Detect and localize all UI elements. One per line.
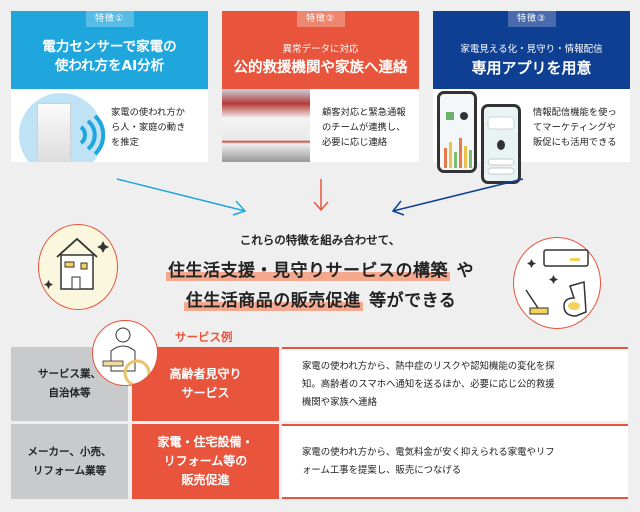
description-line: 顧客対応と緊急通報 (322, 107, 406, 118)
penguin-character-icon (487, 116, 515, 175)
summary-tail-2: 等ができる (369, 291, 457, 311)
description-line: ォーム工事を提案し、販売につなげる (302, 464, 462, 476)
summary-highlight-1: 住生活支援・見守りサービスの構築 (166, 261, 451, 281)
industry-cell: メーカー、小売、 リフォーム業等 (11, 424, 128, 499)
feature-description: 家電の使われ方か ら人・家庭の動き を推定 (111, 105, 205, 150)
smartphone-character-screen-icon (481, 104, 521, 184)
description-line: を推定 (111, 137, 139, 148)
wheelchair-person-icon (102, 327, 151, 385)
industry-line: 自治体等 (48, 387, 91, 399)
feature-subtitle: 家電見える化・見守り・情報配信 (460, 44, 603, 55)
service-description-cell: 家電の使われ方から、電気料金が安く抑えられる家電やリフ ォーム工事を提案し、販売… (282, 424, 628, 499)
arrow-red-icon (313, 179, 329, 212)
description-line: 必要に応じ連絡 (322, 137, 388, 148)
convergence-arrows (116, 178, 524, 216)
feature-header-2: 特徴② 異常データに対応 公的救援機関や家族へ連絡 (222, 11, 419, 89)
feature-title: 公的救援機関や家族へ連絡 (233, 60, 408, 76)
service-line: 家電・住宅設備・ (157, 435, 254, 449)
summary-tail-1: や (456, 261, 474, 281)
feature-header-3: 特徴③ 家電見える化・見守り・情報配信 専用アプリを用意 (433, 11, 630, 89)
description-line: てマーケティングや (533, 122, 616, 133)
feature-subtitle: 異常データに対応 (282, 44, 359, 55)
house-illustration (38, 224, 118, 310)
appliances-illustration (513, 237, 601, 329)
feature-title: 電力センサーで家電の 使われ方をAI分析 (11, 38, 208, 76)
ambulance-photo (222, 89, 310, 162)
service-line: 販売促進 (181, 473, 230, 487)
industry-cell: サービス業、 自治体等 (11, 347, 128, 421)
feature-panel-2: 特徴② 異常データに対応 公的救援機関や家族へ連絡 顧客対応と緊急通報 のチーム… (222, 11, 419, 162)
feature-tag: 特徴② (296, 11, 345, 27)
feature-tag: 特徴① (85, 11, 134, 27)
feature-description: 顧客対応と緊急通報 のチームが連携し、 必要に応じ連絡 (322, 105, 416, 150)
description-line: 家電の使われ方から、熱中症のリスクや認知機能の変化を探 (302, 361, 555, 372)
power-sensor-device-icon (37, 103, 71, 162)
industry-line: リフォーム業等 (32, 464, 107, 477)
elderly-wheelchair-illustration (92, 320, 158, 386)
service-line: リフォーム等の (163, 454, 248, 468)
description-line: 販促にも活用できる (533, 137, 617, 148)
service-description-cell: 家電の使われ方から、熱中症のリスクや認知機能の変化を探 知。高齢者のスマホへ通知… (282, 347, 628, 421)
appliances-icon (525, 249, 589, 317)
arrow-blue-icon (116, 178, 247, 216)
description-line: 機関や家族へ連絡 (302, 397, 378, 408)
service-line: サービス (181, 386, 230, 400)
feature-panel-3: 特徴③ 家電見える化・見守り・情報配信 専用アプリを用意 情報配信機能を使っ て… (433, 11, 630, 184)
summary-line-1: 住生活支援・見守りサービスの構築 や (0, 256, 640, 281)
summary-line-2: 住生活商品の販売促進 等ができる (0, 286, 640, 311)
description-line: ら人・家庭の動き (111, 122, 186, 133)
arrow-navy-icon (391, 178, 524, 216)
app-bar-chart-icon (444, 112, 472, 168)
description-line: のチームが連携し、 (322, 122, 406, 133)
industry-line: メーカー、小売、 (27, 445, 112, 458)
feature-description: 情報配信機能を使っ てマーケティングや 販促にも活用できる (533, 105, 627, 150)
service-line: 高齢者見守り (169, 367, 242, 381)
feature-tag: 特徴③ (507, 11, 556, 27)
feature-panel-1: 特徴① 電力センサーで家電の 使われ方をAI分析 家電の使われ方か ら人・家庭の… (11, 11, 208, 162)
description-line: 家電の使われ方から、電気料金が安く抑えられる家電やリフ (302, 446, 555, 458)
feature-title-line: 電力センサーで家電の (42, 39, 177, 55)
smartphone-app-screen-icon (437, 91, 477, 173)
description-line: 情報配信機能を使っ (533, 107, 617, 118)
description-line: 知。高齢者のスマホへ通知を送るほか、必要に応じ公的救援 (302, 379, 555, 390)
feature-title: 専用アプリを用意 (471, 59, 592, 77)
summary-intro: これらの特徴を組み合わせて、 (239, 233, 401, 247)
feature-title-line: 使われ方をAI分析 (54, 58, 165, 74)
house-icon (44, 237, 109, 290)
service-cell: 家電・住宅設備・ リフォーム等の 販売促進 (132, 424, 279, 499)
service-examples-label: サービス例 (175, 330, 233, 344)
summary-highlight-2: 住生活商品の販売促進 (183, 291, 363, 311)
wifi-signal-icon (79, 115, 105, 155)
feature-header-1: 特徴① 電力センサーで家電の 使われ方をAI分析 (11, 11, 208, 89)
industry-line: サービス業、 (38, 368, 101, 380)
description-line: 家電の使われ方か (111, 107, 185, 118)
